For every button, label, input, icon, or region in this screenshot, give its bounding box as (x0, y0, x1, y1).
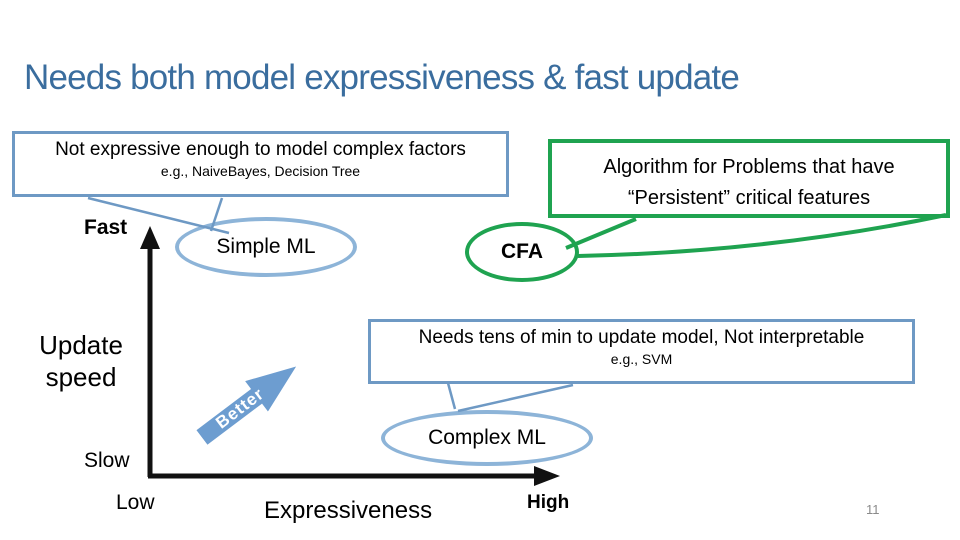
callout-persistent-line1: Algorithm for Problems that have (603, 156, 895, 178)
x-axis-left-label: Low (116, 491, 155, 514)
callout-tail-slow-update-left (446, 382, 457, 410)
x-axis-right-label: High (527, 492, 570, 513)
x-axis-arrowhead-icon (534, 466, 560, 486)
slide-title: Needs both model expressiveness & fast u… (24, 58, 740, 97)
callout-not-expressive-text: Not expressive enough to model complex f… (55, 139, 466, 160)
callout-slow-update-examples: e.g., SVM (610, 351, 673, 367)
page-number: 11 (866, 502, 880, 517)
y-axis-title-line1: Update (39, 330, 123, 360)
callout-tail-persistent-long (577, 213, 947, 258)
better-arrow-label: Better (212, 384, 268, 433)
ellipse-cfa-label: CFA (501, 240, 543, 263)
ellipse-cfa: CFA (465, 222, 579, 282)
callout-not-expressive: Not expressive enough to model complex f… (12, 131, 509, 197)
callout-slow-update-text: Needs tens of min to update model, Not i… (418, 327, 865, 348)
ellipse-simple-ml-label: Simple ML (216, 235, 316, 258)
y-axis-bottom-label: Slow (84, 449, 130, 472)
ellipse-complex-ml-label: Complex ML (428, 426, 546, 449)
ellipse-simple-ml: Simple ML (175, 217, 357, 277)
callout-persistent-line2: “Persistent” critical features (627, 187, 871, 209)
ellipse-complex-ml: Complex ML (381, 410, 593, 466)
y-axis-top-label: Fast (84, 216, 128, 239)
callout-slow-update: Needs tens of min to update model, Not i… (368, 319, 915, 384)
callout-persistent: Algorithm for Problems that have “Persis… (548, 139, 950, 218)
y-axis-title-line2: speed (45, 361, 117, 392)
y-axis-arrowhead-icon (140, 226, 160, 249)
better-arrow: Better (190, 351, 307, 452)
callout-tail-slow-update-right (457, 383, 574, 413)
x-axis-title: Expressiveness (264, 497, 433, 524)
callout-not-expressive-examples: e.g., NaiveBayes, Decision Tree (160, 163, 361, 179)
y-axis-title: Update speed (28, 330, 134, 393)
